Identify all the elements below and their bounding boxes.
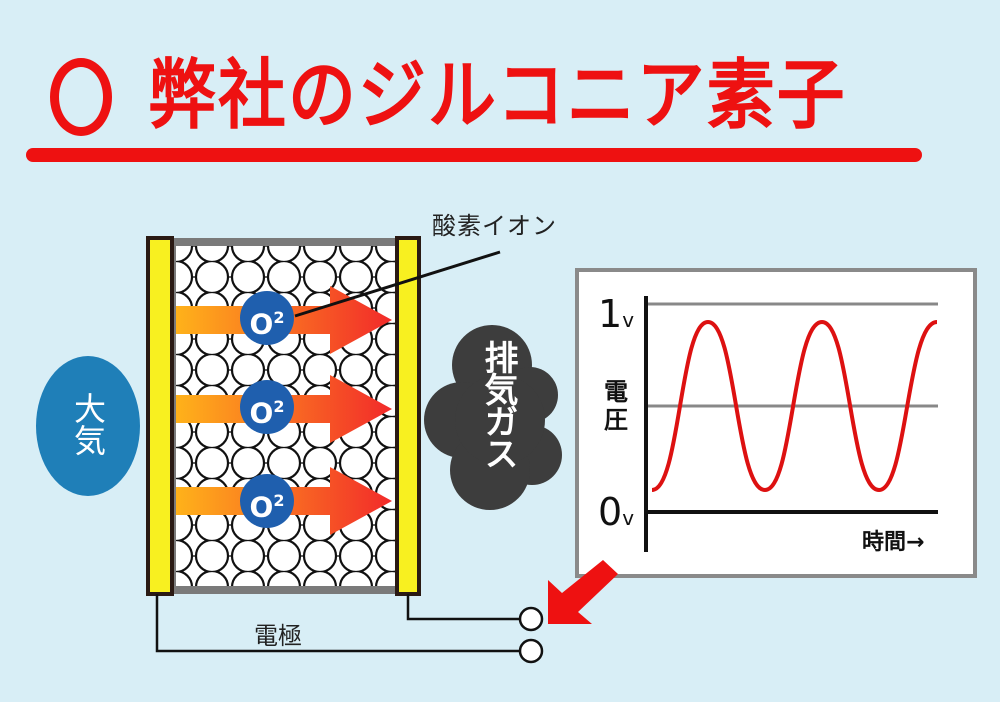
ion-callout-line [294, 250, 501, 318]
atmosphere-label-text: 大気 [69, 392, 107, 456]
exhaust-label: 排気ガス [474, 340, 518, 468]
x-axis-label: 時間→ [862, 530, 925, 555]
electrode-wires [155, 594, 520, 653]
exhaust-cloud [424, 325, 562, 510]
ion-label-1: O2 [249, 307, 285, 341]
atmosphere-label: 大気 [68, 392, 108, 456]
page-title: 弊社のジルコニア素子 [148, 52, 847, 141]
oxygen-ion-1 [240, 291, 294, 345]
electrode-label: 電極 [254, 622, 302, 650]
exhaust-label-text: 排気ガス [478, 340, 518, 468]
title-underline [26, 148, 922, 162]
oxygen-ion-2 [240, 380, 294, 434]
atmosphere-bubble [36, 356, 140, 496]
voltage-graph [575, 268, 977, 578]
terminal-2 [518, 638, 544, 664]
pointer-arrow-icon [548, 560, 618, 624]
y-bottom-label: 0v [598, 490, 635, 534]
oxygen-ion-3 [240, 474, 294, 528]
ion-label-3: O2 [249, 490, 285, 524]
circle-marker-icon [50, 58, 112, 136]
y-top-label: 1v [598, 292, 635, 336]
terminal-1 [518, 606, 544, 632]
ion-callout-label: 酸素イオン [432, 212, 557, 240]
y-axis-label: 電 圧 [604, 378, 628, 434]
title-row: 弊社のジルコニア素子 [50, 52, 847, 142]
voltage-wave [651, 319, 938, 493]
ion-label-2: O2 [249, 396, 285, 430]
